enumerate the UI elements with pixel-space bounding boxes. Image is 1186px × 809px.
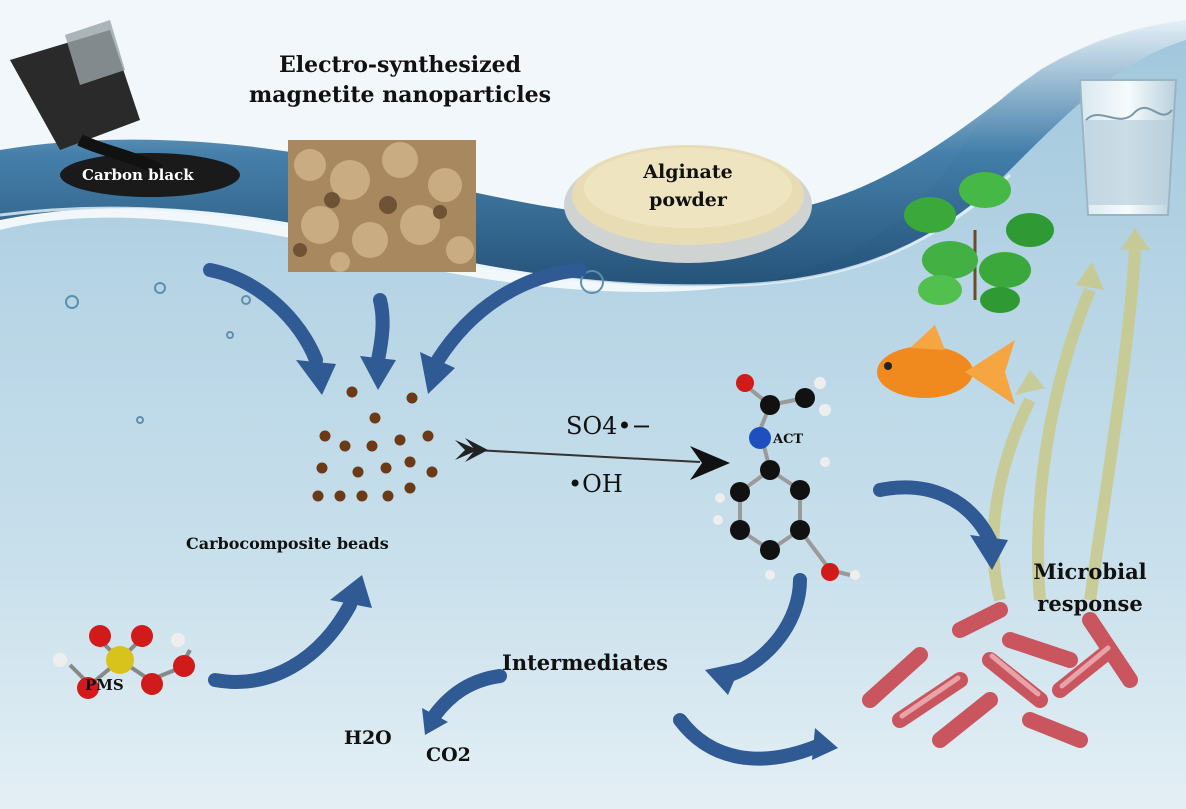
intermediates-label: Intermediates bbox=[502, 650, 668, 675]
water-label: H2O bbox=[344, 727, 392, 749]
beads bbox=[312, 386, 438, 502]
act-molecule-icon bbox=[713, 374, 860, 581]
bubbles bbox=[65, 270, 604, 424]
arrow-icon bbox=[1084, 249, 1141, 601]
magnetite-title-line1: Electro-synthesized bbox=[278, 52, 521, 78]
sulfate-radical-label: SO4•− bbox=[566, 412, 652, 440]
plant-icon bbox=[904, 172, 1054, 313]
microbial-label-line2: response bbox=[1037, 591, 1143, 616]
water-glass-icon bbox=[1078, 79, 1178, 216]
reaction-arrow bbox=[455, 438, 730, 480]
water-wave bbox=[0, 0, 1186, 292]
beads-label: Carbocomposite beads bbox=[186, 534, 389, 553]
pms-molecule-icon bbox=[53, 625, 195, 699]
magnetite-image-icon bbox=[288, 140, 476, 272]
yellow-arrows bbox=[987, 249, 1141, 602]
magnetite-title-line2: magnetite nanoparticles bbox=[248, 82, 552, 108]
bacteria-icon bbox=[862, 602, 1138, 748]
alginate-dish-icon bbox=[564, 145, 812, 263]
magnetite-title: Electro-synthesized magnetite nanopartic… bbox=[190, 50, 610, 110]
act-label: ACT bbox=[773, 432, 804, 447]
arrow-icon bbox=[1032, 287, 1096, 601]
fish-icon bbox=[877, 325, 1015, 405]
alginate-label-line2: powder bbox=[649, 189, 727, 211]
microbial-response-label: Microbial response bbox=[1010, 556, 1170, 620]
carbon-black-jar-icon bbox=[10, 20, 240, 197]
arrow-icon bbox=[987, 397, 1036, 602]
carbon-dioxide-label: CO2 bbox=[426, 744, 471, 766]
alginate-label-line1: Alginate bbox=[643, 161, 733, 183]
carbon-black-label: Carbon black bbox=[82, 166, 194, 184]
microbial-label-line1: Microbial bbox=[1033, 559, 1147, 584]
pms-label: PMS bbox=[85, 676, 124, 694]
alginate-label: Alginate powder bbox=[618, 158, 758, 214]
blue-arrows bbox=[203, 263, 997, 766]
hydroxyl-radical-label: •OH bbox=[568, 470, 623, 498]
